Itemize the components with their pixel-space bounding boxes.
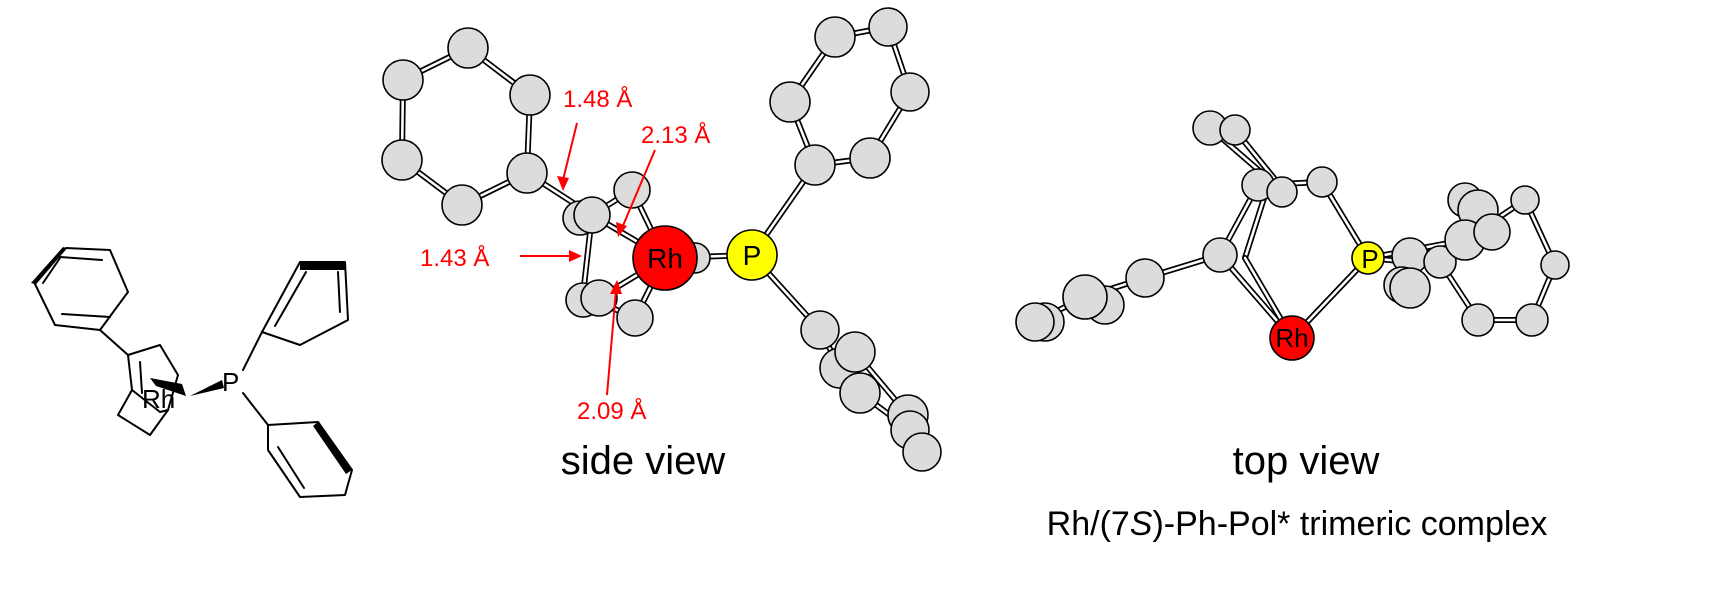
bond-length-1-label: 1.48 Å bbox=[563, 85, 632, 113]
side-view-caption: side view bbox=[561, 439, 726, 483]
complex-caption: Rh/(7S)-Ph-Pol* trimeric complex bbox=[1047, 505, 1548, 543]
phenyl-ring-upper-right bbox=[261, 261, 349, 346]
bond-length-2-label: 2.13 Å bbox=[641, 121, 710, 149]
phenyl-ring-lower-right bbox=[267, 421, 353, 498]
top-view-atoms bbox=[1015, 110, 1570, 361]
complex-caption-italic: S bbox=[1130, 505, 1153, 543]
phenyl-ring-top-left bbox=[31, 247, 129, 331]
arrow-bond-4 bbox=[606, 289, 617, 396]
p-ph-bond-lower bbox=[242, 392, 269, 426]
complex-caption-prefix: Rh/(7 bbox=[1047, 505, 1130, 543]
diene-cage bbox=[117, 344, 186, 436]
rh-atom-top bbox=[1269, 315, 1315, 361]
bond-length-4-label: 2.09 Å bbox=[577, 397, 646, 425]
arrow-bond-1 bbox=[562, 122, 578, 181]
side-view-model: Rh P 1.48 Å 2.13 Å 1.43 Å 2.09 Å side vi… bbox=[381, 7, 942, 483]
bond-length-3-label: 1.43 Å bbox=[420, 244, 489, 272]
p-ph-bond-upper bbox=[242, 331, 263, 371]
arrow-bond-2 bbox=[621, 149, 656, 229]
ph-bond bbox=[99, 329, 129, 356]
structure-2d: Rh P bbox=[31, 247, 353, 498]
top-view-caption: top view bbox=[1233, 439, 1380, 483]
side-view-atoms bbox=[381, 7, 942, 472]
p-label-2d: P bbox=[222, 367, 239, 397]
rh-label-top: Rh bbox=[1275, 323, 1308, 353]
rh-atom-side bbox=[632, 225, 698, 291]
bond-length-annotations bbox=[520, 122, 656, 396]
complex-caption-suffix: )-Ph-Pol* trimeric complex bbox=[1152, 505, 1547, 543]
rh-label-side: Rh bbox=[647, 243, 683, 274]
rh-label-2d: Rh bbox=[142, 384, 175, 414]
top-view-model: Rh P top view bbox=[1015, 110, 1570, 483]
p-label-top: P bbox=[1361, 244, 1378, 274]
p-label-side: P bbox=[743, 240, 762, 271]
p-atom-top bbox=[1351, 241, 1385, 275]
p-atom-side bbox=[726, 229, 778, 281]
rh-p-wedge bbox=[190, 380, 224, 396]
